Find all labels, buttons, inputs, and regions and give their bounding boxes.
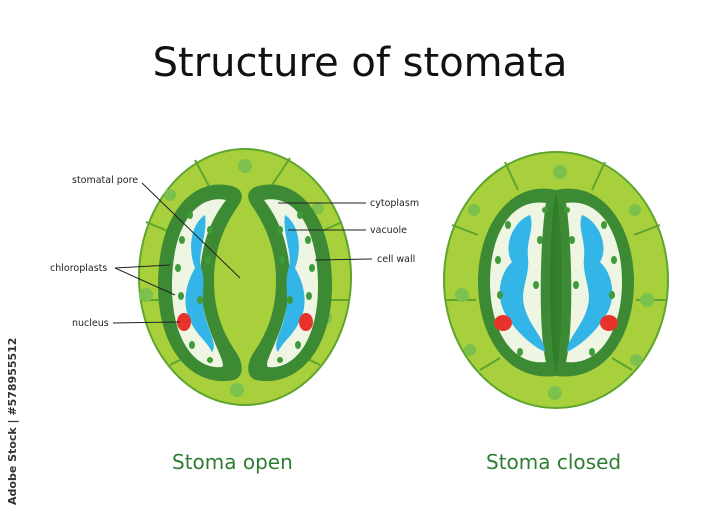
caption-stoma-closed: Stoma closed: [486, 450, 622, 474]
label-cell-wall: cell wall: [377, 254, 415, 265]
stoma-open: [138, 148, 352, 406]
caption-stoma-open: Stoma open: [172, 450, 293, 474]
label-stomatal-pore: stomatal pore: [72, 175, 138, 186]
label-cytoplasm: cytoplasm: [370, 198, 419, 209]
leader-lines: [112, 182, 373, 324]
diagram-title: Structure of stomata: [152, 40, 568, 86]
label-vacuole: vacuole: [370, 225, 407, 236]
stoma-closed: [443, 151, 669, 409]
watermark-text: Adobe Stock | #578955512: [6, 337, 19, 505]
label-chloroplasts: chloroplasts: [50, 263, 107, 274]
label-nucleus: nucleus: [72, 318, 109, 329]
